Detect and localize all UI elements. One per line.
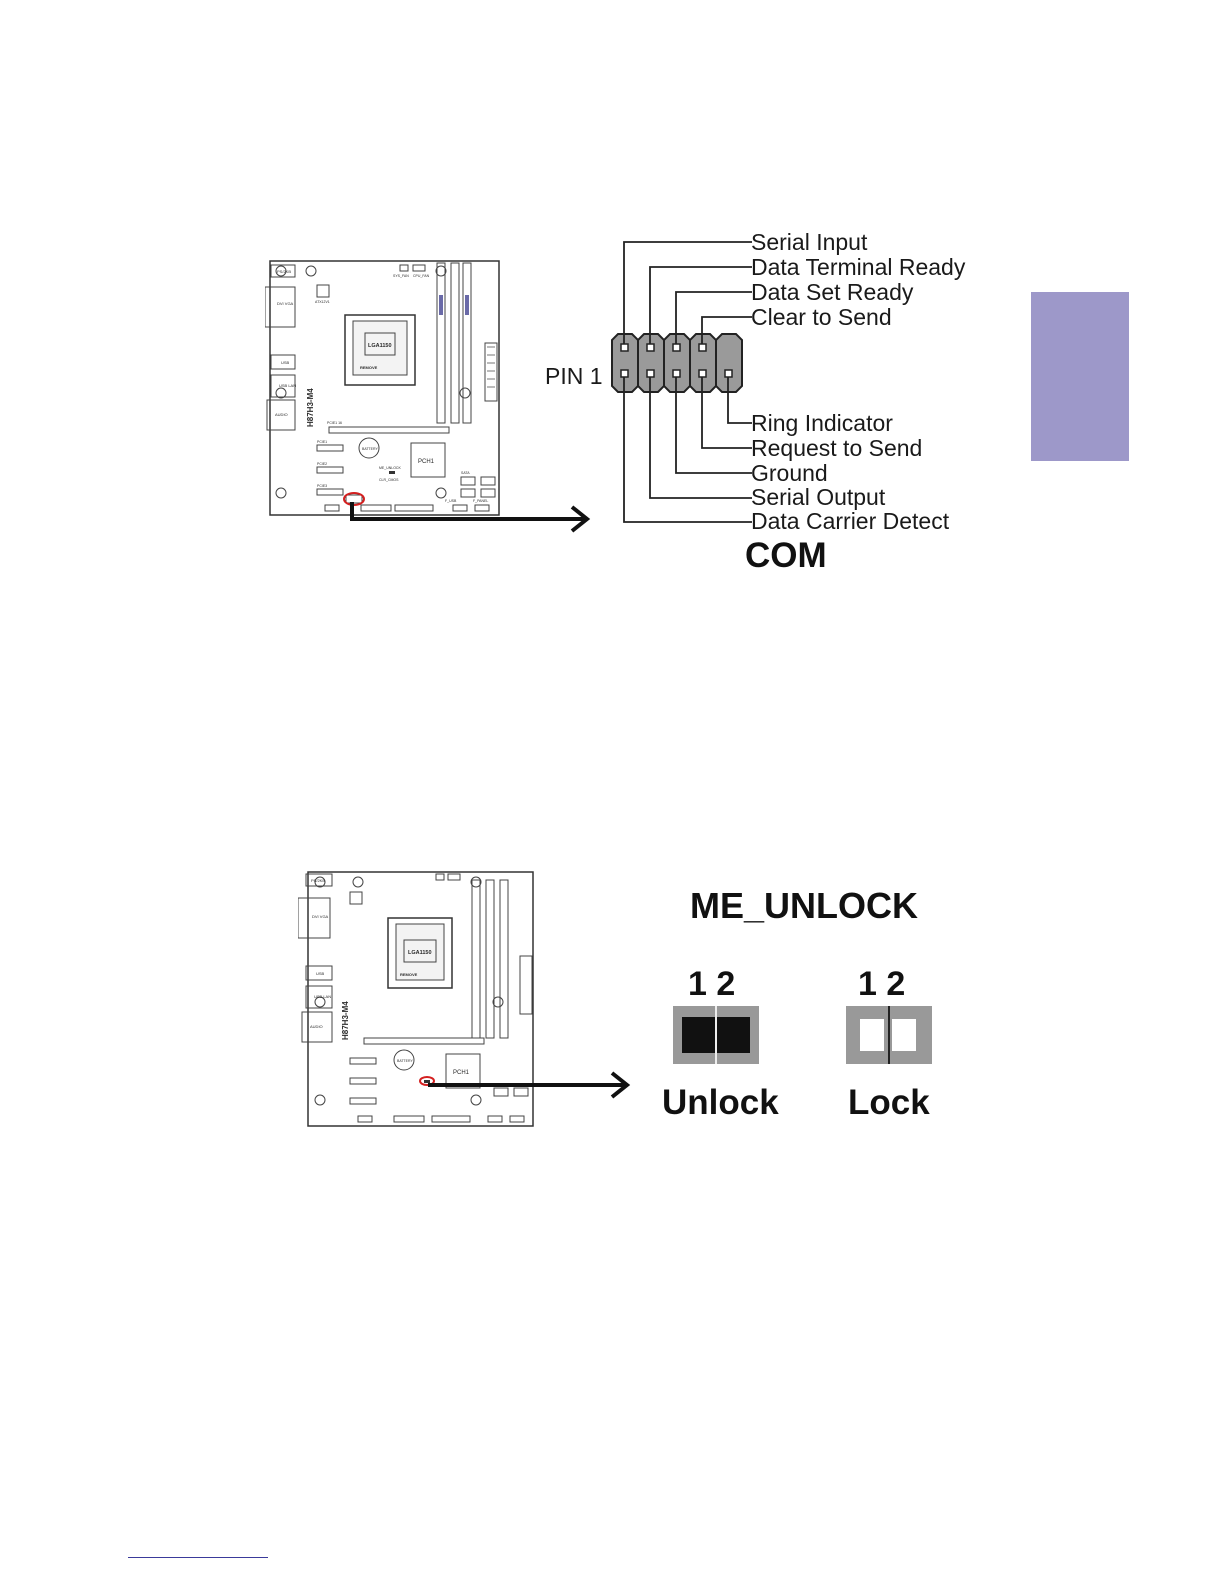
me-io-ps2-label: PS/2KB: [311, 878, 325, 883]
me-unlock-highlight: [419, 1076, 435, 1086]
io-lan-label: USB LAN: [279, 383, 296, 388]
me-io-dvi-label: DVI VGA: [312, 914, 329, 919]
board-model-label: H87H3-M4: [306, 388, 315, 427]
pin-label-ring-indicator: Ring Indicator: [751, 410, 893, 436]
f-panel-mini-label: F_PANEL: [473, 499, 488, 503]
pin-label-serial-input: Serial Input: [751, 229, 868, 255]
pin-label-data-terminal-ready: Data Terminal Ready: [751, 254, 966, 280]
motherboard-diagram-com: PS/2KB DVI VGA USB USB LAN AUDIO SYS_FAN…: [265, 260, 500, 516]
me-remove-label: REMOVE: [400, 972, 418, 977]
f-usb-mini-label: F_USB: [445, 499, 457, 503]
me-unlock-title: ME_UNLOCK: [690, 885, 919, 926]
me-unlock-figure: PS/2KB DVI VGA USB USB LAN AUDIO LGA1150…: [0, 840, 1224, 1160]
pin-label-request-to-send: Request to Send: [751, 435, 923, 461]
me-io-audio-label: AUDIO: [310, 1024, 323, 1029]
me-unlock-pointer-arrow: [428, 1071, 631, 1099]
pcie3-label: PCIE3: [317, 484, 327, 488]
clr-cmos-mini-label: CLR_CMOS: [379, 478, 399, 482]
atx12v-label: ATX12V1: [315, 300, 330, 304]
pin-1-label: PIN 1: [545, 363, 603, 389]
pcie1-label: PCIE1: [317, 440, 327, 444]
me-cpu-socket-label: LGA1150: [408, 950, 432, 956]
io-dvi-label: DVI VGA: [277, 301, 294, 306]
footer-rule: [128, 1557, 268, 1558]
unlock-label: Unlock: [662, 1083, 779, 1122]
me-io-usb-label: USB: [316, 971, 325, 976]
com-pointer-arrow: [350, 502, 591, 533]
io-usb-label: USB: [281, 360, 290, 365]
com-title: COM: [745, 536, 827, 575]
cpu-socket-label: LGA1150: [368, 343, 392, 349]
me-pch-label: PCH1: [453, 1070, 470, 1076]
me-board-model-label: H87H3-M4: [341, 1001, 350, 1040]
pin-label-serial-output: Serial Output: [751, 484, 886, 510]
sata-mini-label: SATA: [461, 471, 470, 475]
me-battery-label: BATTERY: [397, 1059, 413, 1063]
pin-label-data-set-ready: Data Set Ready: [751, 279, 914, 305]
me-unlock-mini-label: ME_UNLOCK: [379, 466, 401, 470]
cpu-fan-label: CPU_FAN: [413, 274, 430, 278]
com-connector-figure: PS/2KB DVI VGA USB USB LAN AUDIO SYS_FAN…: [0, 0, 1224, 620]
lock-pin-numbers: 1 2: [858, 965, 906, 1003]
battery-label: BATTERY: [362, 447, 378, 451]
io-audio-label: AUDIO: [275, 412, 288, 417]
io-ps2-label: PS/2KB: [277, 269, 291, 274]
com-pin-header: [611, 241, 752, 523]
pcie2-label: PCIE2: [317, 462, 327, 466]
chapter-side-tab: [1031, 292, 1129, 461]
pin-label-clear-to-send: Clear to Send: [751, 304, 892, 330]
me-io-lan-label: USB LAN: [314, 994, 331, 999]
remove-label: REMOVE: [360, 365, 378, 370]
lock-label: Lock: [848, 1083, 930, 1122]
pin-label-data-carrier-detect: Data Carrier Detect: [751, 508, 950, 534]
unlock-pin-numbers: 1 2: [688, 965, 736, 1003]
lock-jumper-open: [846, 1006, 932, 1064]
pch-label: PCH1: [418, 459, 435, 465]
pcie16-label: PCIE1 16: [327, 421, 342, 425]
pin-label-ground: Ground: [751, 460, 828, 486]
unlock-jumper-closed: [673, 1006, 759, 1064]
sys-fan-label: SYS_FAN: [393, 274, 409, 278]
